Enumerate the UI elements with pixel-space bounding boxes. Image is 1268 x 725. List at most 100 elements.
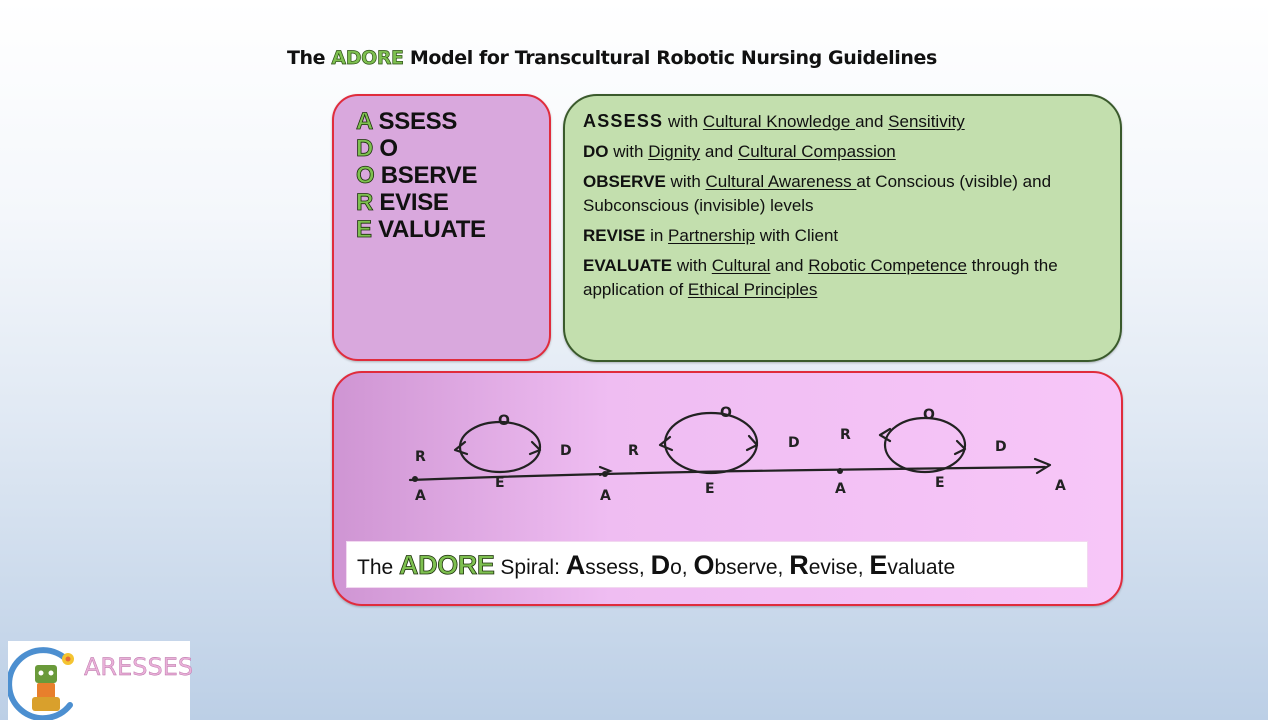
caption-adore: ADORE bbox=[399, 550, 496, 580]
spiral-loop-3 bbox=[883, 416, 967, 474]
desc-text: and bbox=[700, 142, 738, 161]
spiral-label-d: D bbox=[560, 443, 572, 459]
description-box: ASSESS with Cultural Knowledge and Sensi… bbox=[563, 94, 1122, 362]
title-adore: ADORE bbox=[331, 47, 404, 70]
title-prefix: The bbox=[287, 47, 332, 69]
logo-text: ARESSES bbox=[84, 653, 194, 681]
acronym-letter: E bbox=[356, 216, 373, 244]
spiral-label-e: E bbox=[495, 475, 505, 491]
loop-arrow bbox=[953, 439, 967, 456]
spiral-label-d: D bbox=[788, 435, 800, 451]
caption-text: valuate bbox=[887, 556, 956, 579]
spiral-node bbox=[602, 471, 608, 477]
acronym-assess: A SSESS bbox=[356, 108, 486, 136]
acronym-rest: EVISE bbox=[373, 189, 449, 216]
desc-text: with bbox=[672, 256, 712, 275]
desc-underlined: Dignity bbox=[648, 142, 701, 161]
desc-keyword: OBSERVE bbox=[583, 172, 666, 191]
adore-spiral-sketch: A A A A R R R O O O D D D E E E bbox=[408, 405, 1066, 504]
caresses-logo: ARESSES bbox=[6, 641, 194, 722]
desc-keyword: REVISE bbox=[583, 226, 646, 245]
loop-arrow bbox=[453, 440, 469, 456]
caption-letter: R bbox=[789, 550, 809, 580]
loop-arrow bbox=[658, 435, 674, 452]
caption-text: bserve, bbox=[714, 556, 790, 579]
acronym-rest: O bbox=[373, 135, 398, 162]
desc-evaluate: EVALUATE with Cultural and Robotic Compe… bbox=[583, 254, 1083, 302]
caption-text: Spiral: bbox=[494, 556, 566, 579]
desc-assess: ASSESS with Cultural Knowledge and Sensi… bbox=[583, 109, 1083, 134]
spiral-loop-1 bbox=[458, 420, 542, 474]
acronym-rest: SSESS bbox=[372, 108, 458, 135]
desc-text: through the application of bbox=[583, 256, 1058, 299]
acronym-evaluate: E VALUATE bbox=[356, 216, 486, 244]
acronym-letter: R bbox=[356, 189, 374, 217]
spiral-caption: The ADORE Spiral: Assess, Do, Observe, R… bbox=[346, 541, 1088, 588]
desc-underlined: Cultural Awareness bbox=[705, 172, 857, 191]
spiral-label-a: A bbox=[835, 481, 846, 497]
spiral-label-r: R bbox=[840, 427, 851, 443]
title-suffix: Model for Transcultural Robotic Nursing … bbox=[403, 47, 937, 69]
desc-underlined: Partnership bbox=[668, 226, 755, 245]
spiral-label-a: A bbox=[1055, 478, 1066, 494]
desc-keyword: ASSESS bbox=[583, 111, 664, 131]
acronym-observe: O BSERVE bbox=[356, 162, 486, 190]
desc-underlined: Cultural Knowledge bbox=[702, 112, 856, 131]
desc-text: with bbox=[665, 172, 706, 191]
acronym-revise: R EVISE bbox=[356, 189, 486, 217]
desc-revise: REVISE in Partnership with Client bbox=[583, 224, 1083, 248]
acronym-do: D O bbox=[356, 135, 486, 163]
desc-underlined: Robotic Competence bbox=[808, 256, 967, 275]
spiral-node bbox=[837, 468, 843, 474]
acronym-letter: O bbox=[356, 162, 375, 190]
spiral-label-e: E bbox=[705, 481, 715, 497]
loop-arrow bbox=[878, 427, 892, 443]
spiral-node bbox=[412, 476, 418, 482]
acronym-rest: VALUATE bbox=[371, 216, 486, 243]
acronym-letter: A bbox=[356, 108, 373, 136]
spiral-label-a: A bbox=[600, 488, 611, 504]
acronym-list: A SSESS D O O BSERVE R EVISE E VALUATE bbox=[356, 108, 486, 244]
desc-underlined: Cultural bbox=[711, 256, 771, 275]
caption-letter: O bbox=[693, 550, 715, 580]
desc-text: at Conscious (visible) and Subconscious … bbox=[583, 172, 1052, 215]
desc-underlined: Ethical Principles bbox=[687, 280, 818, 299]
spiral-loop-2 bbox=[663, 411, 759, 475]
loop-arrow bbox=[528, 440, 542, 456]
caption-letter: A bbox=[565, 550, 586, 580]
caption-text: ssess, bbox=[585, 556, 651, 579]
desc-observe: OBSERVE with Cultural Awareness at Consc… bbox=[583, 170, 1083, 218]
loop-arrow bbox=[745, 434, 759, 452]
spiral-baseline bbox=[408, 465, 1047, 482]
spiral-label-e: E bbox=[935, 475, 945, 491]
spiral-label-o: O bbox=[498, 413, 510, 429]
desc-keyword: DO bbox=[583, 142, 609, 161]
desc-do: DO with Dignity and Cultural Compassion bbox=[583, 140, 1083, 164]
spiral-label-o: O bbox=[720, 405, 732, 421]
caption-text: o, bbox=[670, 556, 694, 579]
spiral-label-r: R bbox=[628, 443, 639, 459]
desc-text: and bbox=[855, 112, 889, 131]
desc-text: with Client bbox=[754, 226, 839, 245]
acronym-letter: D bbox=[356, 135, 374, 163]
baseline-arrow bbox=[1033, 457, 1052, 475]
acronym-rest: BSERVE bbox=[374, 162, 478, 189]
caption-text: evise, bbox=[808, 556, 870, 579]
desc-underlined: Sensitivity bbox=[888, 112, 965, 131]
desc-text: in bbox=[645, 226, 669, 245]
caption-letter: E bbox=[869, 550, 888, 580]
desc-text: and bbox=[770, 256, 809, 275]
spiral-label-a: A bbox=[415, 488, 426, 504]
caption-text: The bbox=[357, 556, 400, 579]
caresses-robot-logo-icon bbox=[6, 647, 74, 722]
caption-letter: D bbox=[650, 550, 671, 580]
spiral-label-o: O bbox=[923, 407, 935, 423]
acronym-box: A SSESS D O O BSERVE R EVISE E VALUATE bbox=[332, 94, 551, 361]
desc-underlined: Cultural Compassion bbox=[737, 142, 896, 161]
spiral-label-r: R bbox=[415, 449, 426, 465]
desc-text: with bbox=[608, 142, 649, 161]
desc-keyword: EVALUATE bbox=[583, 256, 673, 275]
page-title: The ADORE Model for Transcultural Roboti… bbox=[287, 47, 1047, 70]
desc-text: with bbox=[663, 112, 703, 131]
spiral-label-d: D bbox=[995, 439, 1007, 455]
